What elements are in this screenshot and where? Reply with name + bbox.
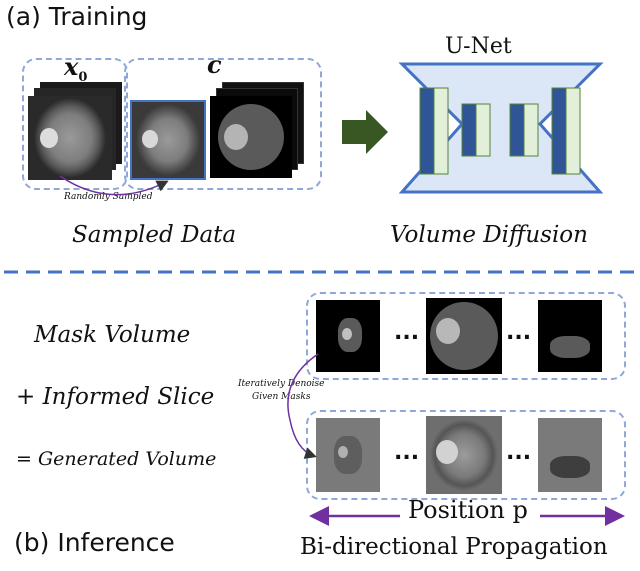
mask-slice-1 — [316, 300, 380, 372]
unet-block-6 — [523, 103, 539, 157]
unet-block-8 — [565, 87, 581, 175]
x0-group-box — [22, 58, 128, 190]
mask-slice-2 — [426, 298, 502, 374]
mask-volume-label: Mask Volume — [34, 322, 191, 348]
c-label: c — [207, 50, 222, 79]
generated-slice-3 — [538, 418, 602, 492]
unet-block-1 — [419, 87, 435, 175]
green-arrow — [342, 110, 388, 154]
informed-slice — [130, 100, 206, 180]
c-group-box — [124, 58, 322, 190]
random-sample-arrow — [59, 175, 169, 196]
mask-slice-3 — [538, 300, 602, 372]
unet-block-3 — [461, 103, 477, 157]
mask-ellipsis-2: ... — [506, 320, 532, 345]
volume-diffusion-label: Volume Diffusion — [390, 222, 588, 248]
unet-block-4 — [475, 103, 491, 157]
unet-label: U-Net — [445, 34, 512, 59]
mask-ellipsis-1: ... — [394, 320, 420, 345]
denoise-arrow — [287, 353, 319, 459]
informed-slice-label: + Informed Slice — [16, 384, 215, 410]
propagation-label: Bi-directional Propagation — [300, 534, 608, 560]
x0-slice-front — [28, 96, 112, 180]
unet-block-7 — [551, 87, 567, 175]
generated-ellipsis-2: ... — [506, 440, 532, 465]
unet-block-5 — [509, 103, 525, 157]
x0-label: x0 — [64, 52, 88, 85]
generated-slice-1 — [316, 418, 380, 492]
denoise-label: Iteratively Denoise Given Masks — [238, 379, 325, 402]
inference-title: (b) Inference — [14, 528, 175, 557]
generated-volume-label: = Generated Volume — [16, 448, 217, 470]
training-title: (a) Training — [6, 2, 148, 31]
sampled-data-label: Sampled Data — [72, 222, 237, 248]
randomly-sampled-label: Randomly Sampled — [64, 192, 153, 202]
generated-ellipsis-1: ... — [394, 440, 420, 465]
generated-slice-2 — [426, 416, 502, 494]
unet-block-2 — [433, 87, 449, 175]
mask-row-box — [306, 292, 626, 380]
c-slice-front — [210, 96, 292, 178]
position-label: Position p — [408, 496, 528, 524]
